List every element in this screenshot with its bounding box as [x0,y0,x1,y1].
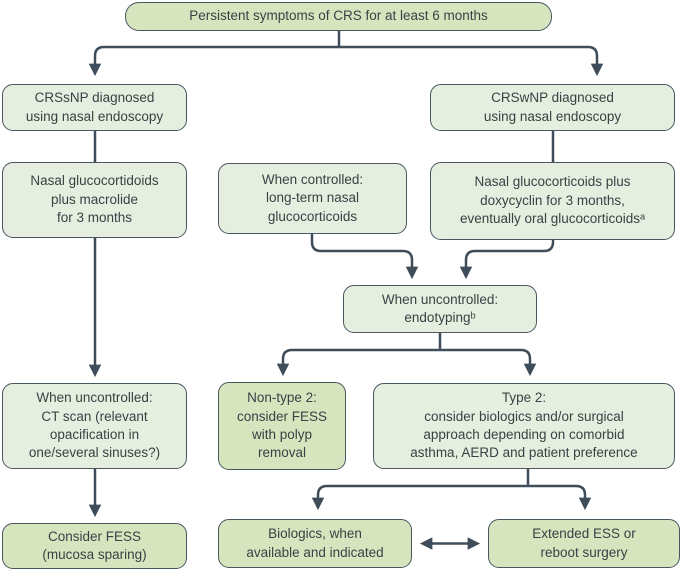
edge-start-to-crswnp [339,45,604,77]
node-nasal-macrolide: Nasal glucocortidoids plus macrolide for… [2,162,187,238]
node-start: Persistent symptoms of CRS for at least … [125,2,552,31]
node-consider-fess: Consider FESS (mucosa sparing) [2,523,187,569]
node-biologics: Biologics, when available and indicated [218,519,412,568]
edge-controlled-to-endotyping [310,232,419,280]
node-type2: Type 2: consider biologics and/or surgic… [373,383,675,469]
edge-doxycyclin-to-endotyping [459,238,555,280]
edge-endotyping-to-nontype2 [276,348,440,377]
node-extended-ess: Extended ESS or reboot surgery [488,519,680,568]
node-non-type2: Non-type 2: consider FESS with polyp rem… [218,382,346,470]
edge-start-to-crssnp [88,45,339,77]
node-crssnp: CRSsNP diagnosed using nasal endoscopy [2,84,187,131]
node-nasal-doxycyclin: Nasal glucocorticoids plus doxycyclin fo… [430,162,675,240]
edge-type2-to-biologics [311,484,528,511]
node-ct-scan: When uncontrolled: CT scan (relevant opa… [2,383,187,469]
edge-type2-to-extendedess [528,484,592,511]
node-endotyping: When uncontrolled: endotypingᵇ [343,285,537,333]
node-when-controlled: When controlled: long-term nasal glucoco… [218,163,407,234]
edge-endotyping-to-type2 [440,348,537,377]
node-crswnp: CRSwNP diagnosed using nasal endoscopy [430,84,675,131]
